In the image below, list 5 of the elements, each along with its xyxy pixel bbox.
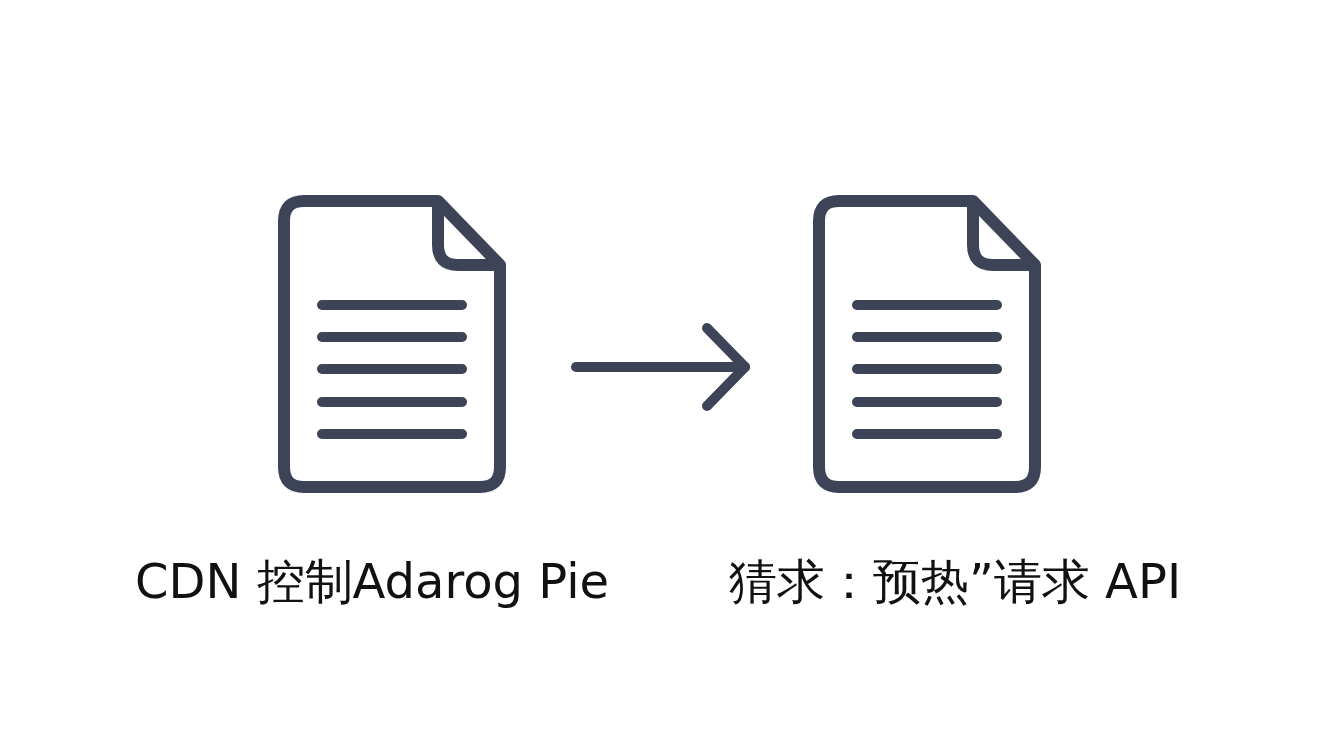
document-icon — [813, 195, 1041, 493]
document-icon — [278, 195, 506, 493]
node-label: CDN 控制Adarog Pie — [133, 552, 610, 611]
node-label: 猜求：预热”请求 API — [727, 552, 1183, 611]
arrow — [571, 323, 750, 411]
